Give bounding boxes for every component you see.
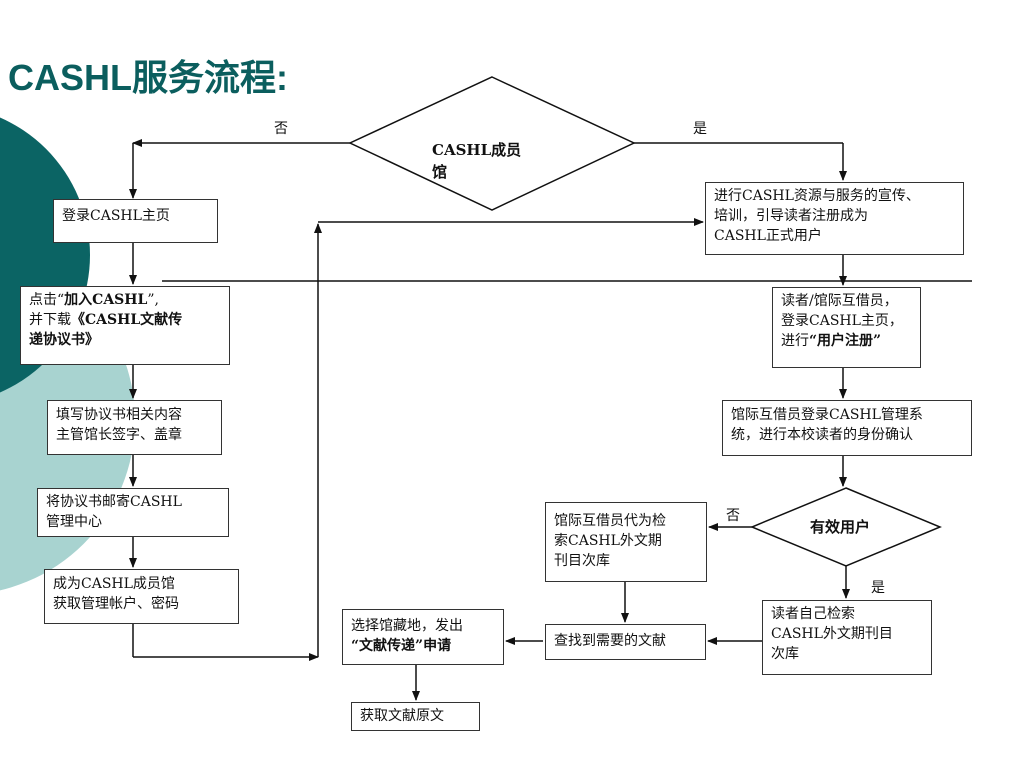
obtain-box: 获取文献原文 xyxy=(351,702,480,731)
register-text-2: “用户注册” xyxy=(809,333,882,349)
agent-search-box: 馆际互借员代为检 索CASHL外文期 刊目次库 xyxy=(545,502,707,582)
join-box: 点击“加入CASHL”, 并下载《CASHL文献传 递协议书》 xyxy=(20,286,230,365)
fill-box: 填写协议书相关内容 主管馆长签字、盖章 xyxy=(47,400,222,455)
join-text-3: ”, 并下载 xyxy=(29,292,159,328)
select-text-1: 选择馆藏地，发出 xyxy=(351,618,463,634)
join-text-1: 点击“ xyxy=(29,292,65,308)
join-text-4: 《CASHL文献传 递协议书》 xyxy=(29,312,183,348)
found-box: 查找到需要的文献 xyxy=(545,624,706,660)
member-no-label: 否 xyxy=(274,121,288,137)
select-box: 选择馆藏地，发出 “文献传递”申请 xyxy=(342,609,504,665)
self-search-box: 读者自己检索 CASHL外文期刊目 次库 xyxy=(762,600,932,675)
promote-box: 进行CASHL资源与服务的宣传、 培训，引导读者注册成为 CASHL正式用户 xyxy=(705,182,964,255)
become-box: 成为CASHL成员馆 获取管理帐户、密码 xyxy=(44,569,239,624)
valid-no-label: 否 xyxy=(726,508,740,524)
register-box: 读者/馆际互借员， 登录CASHL主页， 进行“用户注册” xyxy=(772,287,921,368)
verify-box: 馆际互借员登录CASHL管理系 统，进行本校读者的身份确认 xyxy=(722,400,972,456)
register-text-1: 读者/馆际互借员， 登录CASHL主页， 进行 xyxy=(781,293,903,349)
mail-box: 将协议书邮寄CASHL 管理中心 xyxy=(37,488,229,537)
member-diamond xyxy=(348,76,636,211)
valid-user-diamond-label: 有效用户 xyxy=(810,518,871,536)
member-yes-label: 是 xyxy=(693,121,707,137)
page-title: CASHL服务流程: xyxy=(8,57,288,98)
login-box: 登录CASHL主页 xyxy=(53,199,218,243)
select-text-2: “文献传递”申请 xyxy=(351,638,452,654)
member-diamond-label: CASHL成员 馆 xyxy=(432,141,522,181)
join-text-2: 加入CASHL xyxy=(64,292,148,308)
valid-yes-label: 是 xyxy=(871,580,885,596)
